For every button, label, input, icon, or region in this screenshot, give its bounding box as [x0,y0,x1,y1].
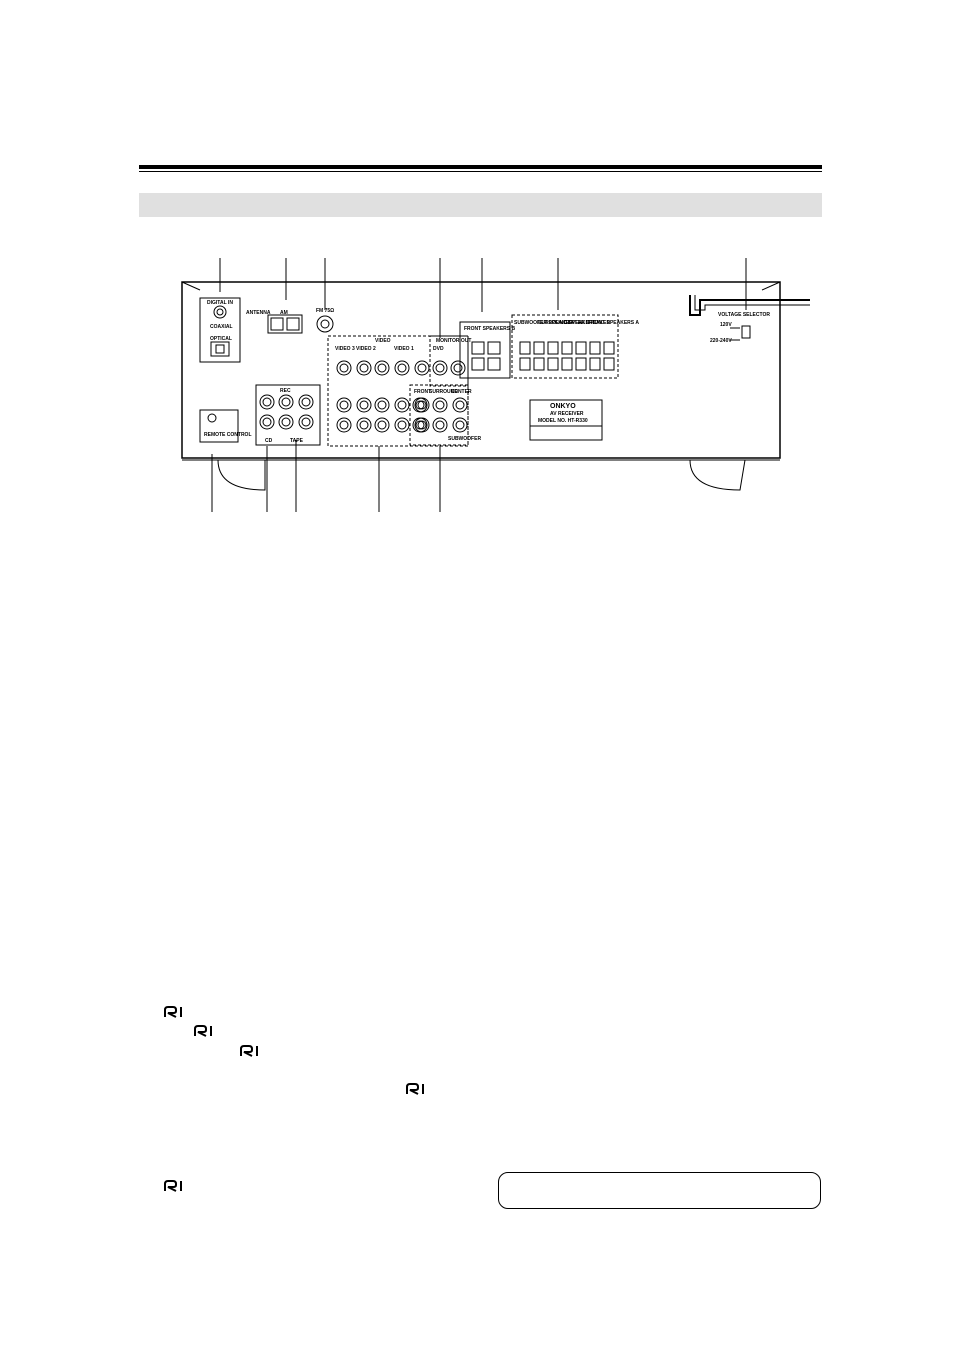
label-voltage-selector: VOLTAGE SELECTOR [718,312,770,318]
label-optical: OPTICAL [210,336,232,342]
label-coaxial: COAXIAL [210,324,233,330]
label-digital-in: DIGITAL IN [207,300,233,306]
label-tape: TAPE [290,438,304,444]
ri-logo-4 [406,1083,428,1095]
label-220v: 220-240V [710,338,732,344]
rear-panel-svg: DIGITAL IN COAXIAL OPTICAL ANTENNA AM FM… [181,258,810,512]
ri-logo-5 [164,1180,186,1192]
label-av-receiver: AV RECEIVER [550,411,584,417]
header-rule-thin [139,171,822,172]
label-front-speakers-b: FRONT SPEAKERS B [464,326,516,332]
ri-logo-3 [240,1045,262,1057]
label-monitor-out: MONITOR OUT [436,338,471,344]
label-front: FRONT [414,389,431,395]
label-video: VIDEO [375,338,391,344]
section-heading-band [139,193,822,217]
label-front-speakers-a: FRONT SPEAKERS A [588,320,639,326]
label-video1: VIDEO 1 [394,346,414,352]
label-center-speaker: CENTER SPEAKER [564,320,611,326]
label-120v: 120V [720,322,732,328]
label-subwoofer: SUBWOOFER [448,436,481,442]
label-am: AM [280,310,288,316]
label-cd: CD [265,438,273,444]
ri-logo-1 [164,1006,186,1018]
ri-logo-2 [194,1025,216,1037]
note-box [498,1172,821,1209]
label-dvd: DVD [433,346,444,352]
label-surround: SURROUND [429,389,458,395]
rear-panel-diagram: DIGITAL IN COAXIAL OPTICAL ANTENNA AM FM… [170,250,810,520]
label-remote-control: REMOTE CONTROL [204,432,252,438]
label-surround-speakers: SURROUND SPEAKERS [538,320,596,326]
label-video2: VIDEO 2 [356,346,376,352]
label-fm: FM 75Ω [316,308,334,314]
label-antenna: ANTENNA [246,310,271,316]
label-brand: ONKYO [550,403,576,410]
label-center: CENTER [451,389,472,395]
label-model: MODEL NO. HT-R330 [538,418,588,424]
label-video3: VIDEO 3 [335,346,355,352]
label-rec: REC [280,388,291,394]
header-rule-thick [139,165,822,169]
label-subwoofer-speaker: SUBWOOFER SPEAKER [514,320,573,326]
